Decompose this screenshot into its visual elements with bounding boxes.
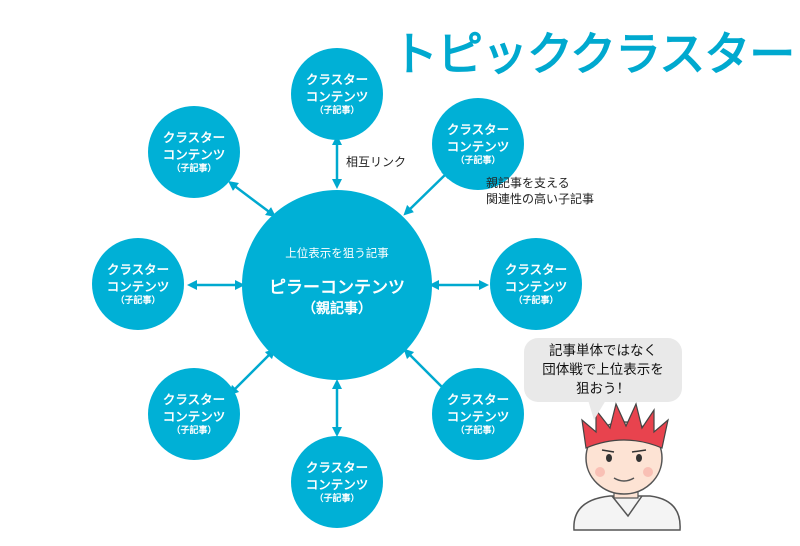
pillar-sub: （親記事） — [302, 301, 372, 317]
cluster-label: クラスター — [446, 122, 510, 137]
cluster-label: コンテンツ — [162, 409, 226, 424]
cluster-label: クラスター — [305, 72, 369, 87]
pillar-name: ピラーコンテンツ — [269, 278, 405, 298]
cluster-label: コンテンツ — [305, 477, 369, 492]
mutual-link-label: 相互リンク — [346, 155, 407, 169]
bubble-line: 記事単体ではなく — [549, 342, 657, 359]
person-illustration-icon — [573, 402, 681, 531]
cluster-label: （子記事） — [455, 156, 501, 166]
cluster-label: クラスター — [162, 392, 226, 407]
cluster-node-bottom: クラスター コンテンツ （子記事） — [291, 436, 383, 528]
bubble-line: 狙おう！ — [576, 380, 630, 397]
cluster-node-top-right: クラスター コンテンツ （子記事） — [432, 98, 524, 190]
page-title: トピッククラスター — [392, 27, 795, 81]
cluster-label: クラスター — [504, 262, 568, 277]
cluster-node-left: クラスター コンテンツ （子記事） — [92, 238, 184, 330]
cluster-label: （子記事） — [171, 426, 217, 436]
related-label-line1: 親記事を支える — [486, 176, 570, 190]
double-arrow-icon — [403, 168, 452, 216]
cluster-node-top-left: クラスター コンテンツ （子記事） — [148, 106, 240, 198]
bubble-line: 団体戦で上位表示を — [542, 361, 664, 378]
double-arrow-icon — [228, 181, 276, 217]
speech-bubble: 記事単体ではなく 団体戦で上位表示を 狙おう！ — [524, 338, 682, 402]
double-arrow-icon — [228, 348, 276, 396]
cluster-node-bottom-right: クラスター コンテンツ （子記事） — [432, 368, 524, 460]
cluster-node-right: クラスター コンテンツ （子記事） — [490, 238, 582, 330]
cluster-label: クラスター — [162, 130, 226, 145]
cluster-label: （子記事） — [513, 296, 559, 306]
cluster-label: コンテンツ — [504, 279, 568, 294]
cluster-label: クラスター — [305, 460, 369, 475]
related-label-line2: 関連性の高い子記事 — [486, 192, 595, 206]
pillar-content-node: 上位表示を狙う記事 ピラーコンテンツ （親記事） — [242, 190, 432, 380]
cluster-label: コンテンツ — [446, 139, 510, 154]
cluster-node-bottom-left: クラスター コンテンツ （子記事） — [148, 368, 240, 460]
cluster-label: （子記事） — [115, 296, 161, 306]
cluster-label: コンテンツ — [446, 409, 510, 424]
cluster-label: クラスター — [106, 262, 170, 277]
cluster-label: （子記事） — [314, 106, 360, 116]
cluster-label: コンテンツ — [305, 89, 369, 104]
cluster-node-top: クラスター コンテンツ （子記事） — [291, 48, 383, 140]
cluster-label: コンテンツ — [106, 279, 170, 294]
cluster-label: （子記事） — [171, 164, 217, 174]
cluster-label: （子記事） — [314, 494, 360, 504]
cluster-label: コンテンツ — [162, 147, 226, 162]
pillar-caption: 上位表示を狙う記事 — [285, 246, 389, 260]
cluster-label: クラスター — [446, 392, 510, 407]
cluster-label: （子記事） — [455, 426, 501, 436]
